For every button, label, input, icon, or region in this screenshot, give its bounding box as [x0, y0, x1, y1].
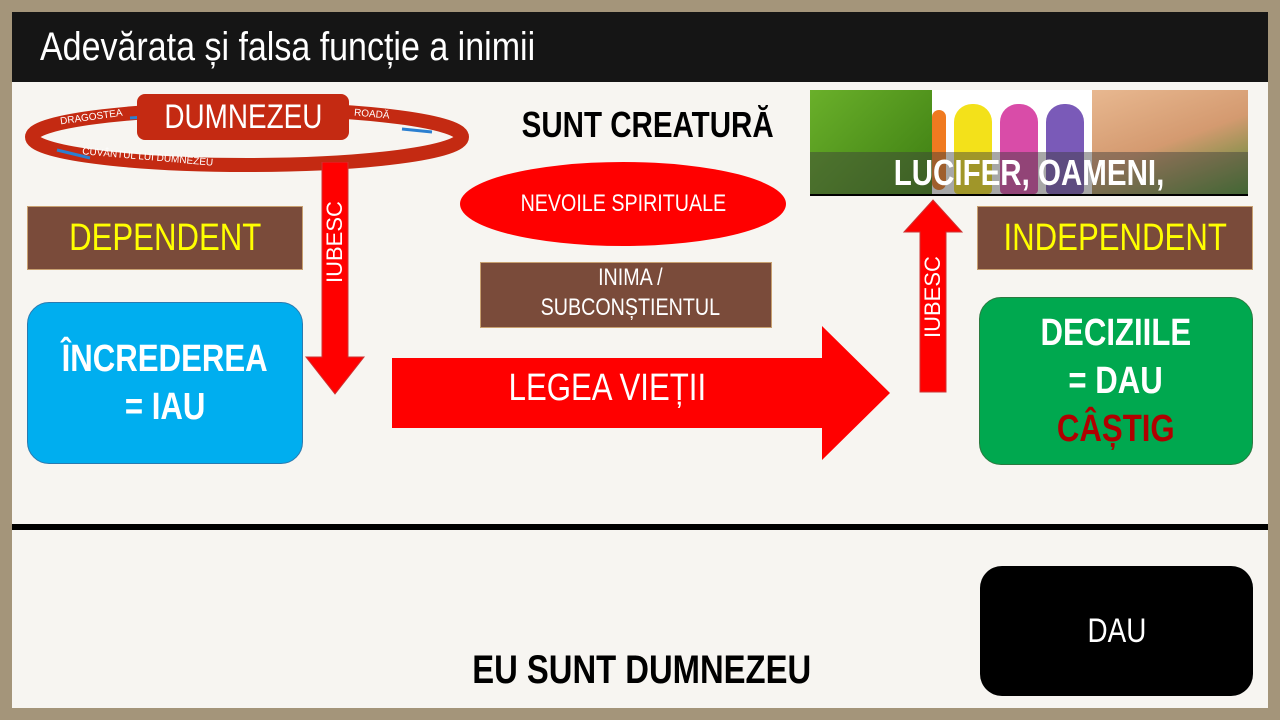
- people-image: [932, 90, 1092, 194]
- iubesc-right: IUBESC: [920, 256, 945, 338]
- independent-label: INDEPENDENT: [977, 206, 1253, 270]
- up-arrow: [902, 199, 964, 393]
- iubesc-left: IUBESC: [322, 201, 347, 283]
- slide: Adevărata și falsa funcție a inimii DUMN…: [12, 12, 1268, 708]
- image-caption: LUCIFER, OAMENI, ANIMALE: [810, 152, 1248, 196]
- trust-box: ÎNCREDEREA= IAU: [27, 302, 303, 464]
- down-arrow: [304, 162, 366, 395]
- sunt-creatura: SUNT CREATURĂ: [521, 104, 774, 145]
- slide-title: Adevărata și falsa funcție a inimii: [12, 12, 1268, 82]
- god-label: DUMNEZEU: [137, 94, 349, 140]
- spiritual-needs: NEVOILE SPIRITUALE: [460, 162, 786, 246]
- law-of-life-label: LEGEA VIEȚII: [508, 367, 706, 409]
- heart-box: INIMA / SUBCONȘTIENTUL: [480, 262, 772, 328]
- arrow-icon: [401, 127, 433, 134]
- dependent-label: DEPENDENT: [27, 206, 303, 270]
- law-of-life-arrow: [392, 326, 890, 460]
- kitten-image: [1092, 90, 1248, 194]
- divider: [12, 524, 1268, 530]
- lizard-image: [810, 90, 932, 194]
- give-box: DAU: [980, 566, 1253, 696]
- creatures-image: LUCIFER, OAMENI, ANIMALE: [810, 90, 1248, 196]
- i-am-god-label: EU SUNT DUMNEZEU: [472, 648, 812, 692]
- arrow-icon: [56, 148, 91, 160]
